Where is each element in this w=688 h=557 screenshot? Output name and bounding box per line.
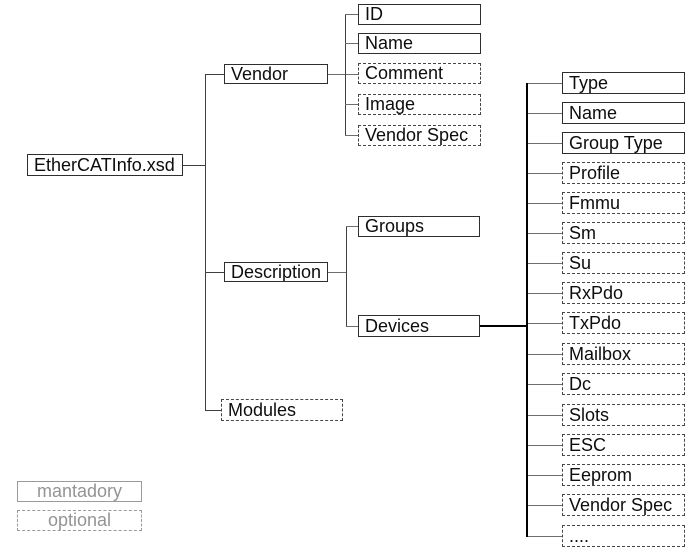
- connector-line: [345, 104, 358, 105]
- connector-line: [205, 74, 224, 75]
- schema-node-id: ID: [358, 4, 481, 25]
- connector-line: [528, 83, 562, 84]
- connector-line: [346, 326, 358, 327]
- schema-node-devices: Devices: [358, 315, 480, 337]
- schema-node-rxpdo: RxPdo: [562, 282, 685, 304]
- schema-node-vendor: Vendor: [224, 64, 328, 84]
- connector-line: [528, 536, 562, 537]
- connector-line: [328, 74, 358, 75]
- schema-node-slots: Slots: [562, 404, 685, 426]
- connector-line: [528, 233, 562, 234]
- schema-node-ellipsis: ....: [562, 525, 685, 547]
- connector-line: [480, 325, 527, 327]
- schema-node-esc: ESC: [562, 434, 685, 456]
- connector-line: [528, 384, 562, 385]
- schema-node-profile: Profile: [562, 162, 685, 184]
- connector-line: [528, 415, 562, 416]
- connector-line: [528, 445, 562, 446]
- connector-line: [528, 113, 562, 114]
- connector-line: [205, 74, 206, 411]
- connector-line: [183, 165, 205, 166]
- connector-line: [528, 143, 562, 144]
- connector-line: [528, 203, 562, 204]
- schema-node-group-type: Group Type: [562, 132, 685, 154]
- connector-line: [528, 475, 562, 476]
- connector-line: [528, 323, 562, 324]
- schema-node-vendor-name: Name: [358, 33, 481, 54]
- connector-line: [345, 43, 358, 44]
- schema-node-modules: Modules: [221, 399, 343, 421]
- schema-node-vendor-spec-1: Vendor Spec: [358, 125, 481, 146]
- connector-line: [528, 173, 562, 174]
- connector-line: [205, 410, 221, 411]
- schema-node-description: Description: [224, 262, 328, 282]
- connector-line: [528, 263, 562, 264]
- schema-node-dc: Dc: [562, 373, 685, 395]
- schema-node-root: EtherCATInfo.xsd: [27, 154, 183, 176]
- schema-node-groups: Groups: [358, 216, 480, 237]
- connector-line: [526, 83, 528, 537]
- connector-line: [345, 14, 358, 15]
- schema-node-mailbox: Mailbox: [562, 343, 685, 365]
- schema-node-type: Type: [562, 72, 685, 94]
- connector-line: [346, 226, 358, 227]
- connector-line: [528, 505, 562, 506]
- connector-line: [345, 14, 346, 136]
- schema-node-su: Su: [562, 252, 685, 274]
- schema-node-eeprom: Eeprom: [562, 464, 685, 486]
- schema-node-image: Image: [358, 94, 481, 115]
- connector-line: [528, 293, 562, 294]
- connector-line: [528, 354, 562, 355]
- schema-node-txpdo: TxPdo: [562, 312, 685, 334]
- connector-line: [205, 272, 224, 273]
- connector-line: [345, 135, 358, 136]
- schema-node-comment: Comment: [358, 63, 481, 84]
- legend: mantadory optional: [17, 481, 142, 539]
- legend-mandatory-box: mantadory: [17, 481, 142, 502]
- schema-node-fmmu: Fmmu: [562, 192, 685, 214]
- schema-node-vendor-spec-2: Vendor Spec: [562, 494, 685, 516]
- schema-node-device-name: Name: [562, 102, 685, 124]
- connector-line: [346, 226, 347, 327]
- schema-node-sm: Sm: [562, 222, 685, 244]
- legend-optional-box: optional: [17, 510, 142, 531]
- connector-line: [328, 272, 346, 273]
